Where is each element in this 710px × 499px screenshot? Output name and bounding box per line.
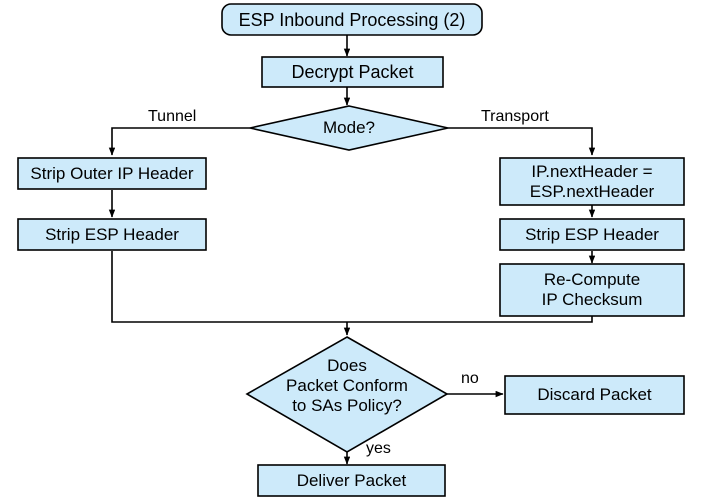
node-deliver-shape[interactable] <box>257 464 446 497</box>
connector-stripesp-left-to-merge <box>111 251 347 323</box>
node-next-header-shape[interactable] <box>499 157 685 206</box>
node-strip-esp-left-shape[interactable] <box>17 218 207 251</box>
edge-label-transport: Transport <box>481 108 549 125</box>
edge-label-no: no <box>461 370 479 387</box>
connector-mode-transport <box>448 127 596 156</box>
node-strip-outer-ip-shape[interactable] <box>17 157 207 190</box>
node-decrypt-shape[interactable] <box>261 56 444 88</box>
edge-label-tunnel: Tunnel <box>148 108 197 125</box>
node-strip-esp-right-shape[interactable] <box>499 218 685 251</box>
node-recompute-shape[interactable] <box>499 263 685 317</box>
node-conform-shape[interactable] <box>245 336 449 453</box>
connector-recompute-to-merge <box>347 316 593 323</box>
connector-mode-tunnel <box>108 127 250 156</box>
node-start-shape[interactable] <box>221 3 483 36</box>
node-mode-shape[interactable] <box>249 105 449 151</box>
edge-label-yes: yes <box>366 440 391 457</box>
node-discard-shape[interactable] <box>504 375 685 415</box>
